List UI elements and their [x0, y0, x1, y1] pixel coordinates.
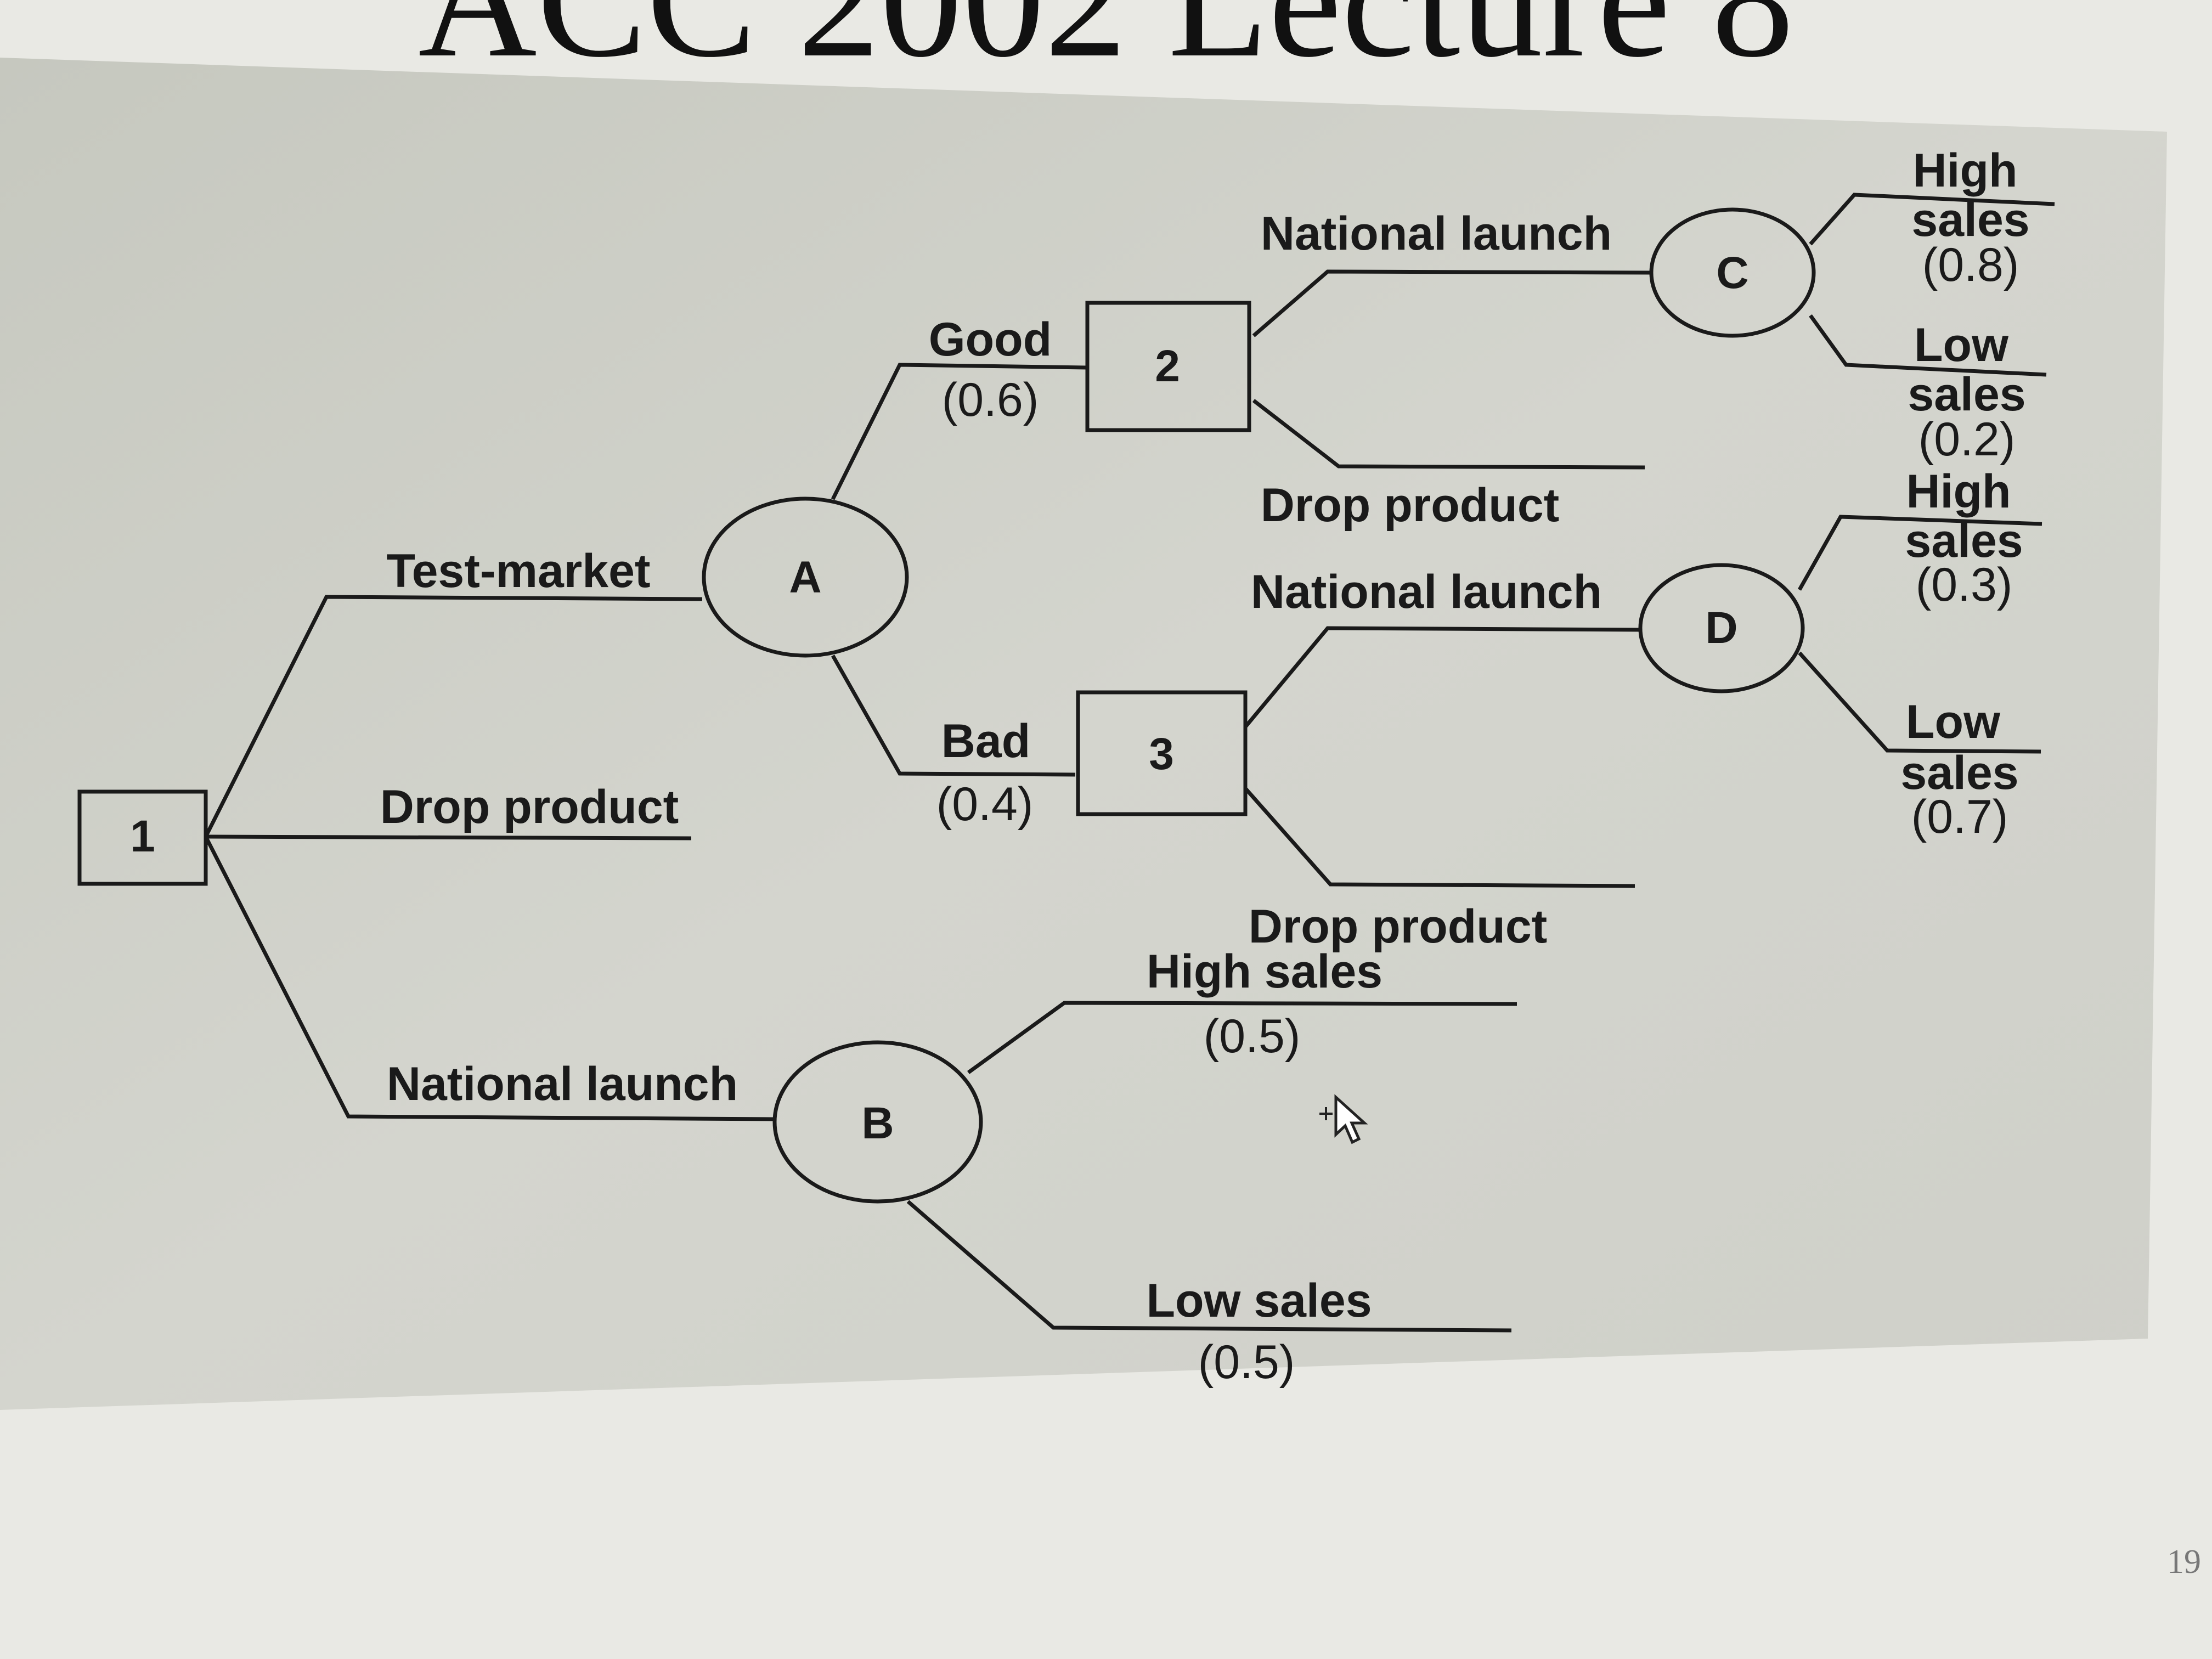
branch-national-launch-root: [204, 836, 775, 1121]
branch-b-high: [967, 1001, 1517, 1074]
branch-good: [831, 363, 1087, 500]
node-label-a: A: [789, 552, 821, 602]
label-d-high-line2: sales: [1905, 515, 2023, 567]
tree-branches: [204, 193, 2055, 1333]
label-d-high-line1: High: [1906, 465, 2011, 518]
prob-c-low: (0.2): [1918, 413, 2016, 466]
chance-node-a: [702, 496, 909, 658]
label-d-low-line1: Low: [1906, 696, 2001, 748]
prob-b-high: (0.5): [1204, 1010, 1301, 1063]
branch-bad: [831, 654, 1076, 777]
decision-node-1: [77, 789, 208, 886]
branch-drop-product-2: [1252, 399, 1645, 470]
chance-node-d: [1638, 563, 1805, 693]
label-b-low: Low sales: [1146, 1274, 1372, 1327]
label-b-high: High sales: [1147, 945, 1383, 998]
branch-drop-product-root: [205, 834, 692, 840]
prob-good: (0.6): [942, 374, 1039, 426]
label-test-market: Test-market: [386, 545, 650, 597]
prob-d-high: (0.3): [1916, 558, 2013, 611]
node-label-2: 2: [1155, 341, 1180, 391]
label-drop-product-2: Drop product: [1261, 479, 1560, 532]
prob-bad: (0.4): [936, 778, 1034, 831]
branch-b-low: [906, 1200, 1512, 1333]
decision-node-2: [1085, 301, 1251, 432]
label-national-launch-2: National launch: [1261, 207, 1612, 260]
label-c-high-line2: sales: [1911, 194, 2029, 246]
prob-d-low: (0.7): [1911, 791, 2008, 843]
label-c-high-line1: High: [1912, 144, 2017, 197]
cursor-icon: [1319, 1094, 1368, 1144]
page-title: ACC 2002 Lecture 8: [418, 0, 1794, 91]
node-label-b: B: [861, 1098, 894, 1148]
branch-national-launch-3: [1244, 626, 1641, 729]
diagram-panel: [0, 58, 2167, 1410]
label-c-low-line1: Low: [1914, 319, 2009, 371]
prob-c-high: (0.8): [1922, 239, 2019, 291]
branch-c-high: [1809, 193, 2055, 246]
branch-test-market: [204, 595, 703, 838]
label-drop-product-root: Drop product: [380, 781, 679, 833]
branch-d-low: [1798, 651, 2041, 754]
label-d-low-line2: sales: [1900, 747, 2018, 799]
node-label-1: 1: [130, 811, 155, 861]
decision-node-3: [1076, 690, 1248, 816]
chance-node-b: [772, 1040, 983, 1204]
label-c-low-line2: sales: [1908, 368, 2025, 421]
node-label-d: D: [1705, 603, 1737, 653]
branch-national-launch-2: [1252, 269, 1653, 337]
label-good: Good: [929, 313, 1052, 366]
prob-b-low: (0.5): [1198, 1336, 1295, 1389]
label-bad: Bad: [941, 715, 1030, 768]
label-national-launch-3: National launch: [1251, 566, 1602, 618]
page-number: 19: [2167, 1543, 2201, 1581]
chance-node-c: [1649, 207, 1816, 338]
node-label-c: C: [1716, 248, 1748, 298]
label-drop-product-3: Drop product: [1249, 900, 1548, 953]
branch-c-low: [1809, 314, 2047, 377]
node-label-3: 3: [1149, 729, 1174, 779]
label-national-launch-root: National launch: [387, 1058, 738, 1110]
branch-d-high: [1797, 515, 2042, 591]
branch-drop-product-3: [1244, 787, 1635, 888]
